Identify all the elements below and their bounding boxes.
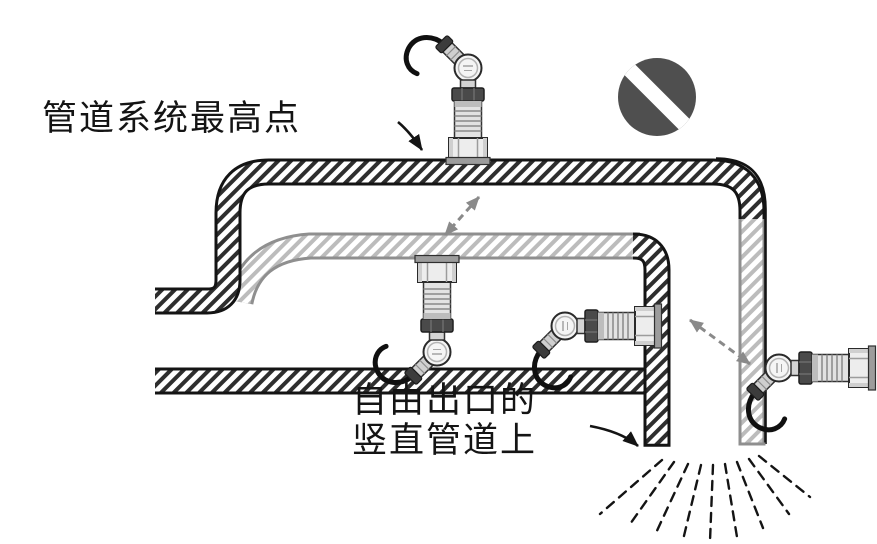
spray-line — [747, 457, 791, 516]
label-free-outlet-line2: 竖直管道上 — [352, 421, 538, 461]
pipe-right-outer-contour — [715, 157, 767, 444]
pipe-band-hatch — [229, 235, 640, 305]
spray-line — [681, 463, 703, 542]
leader-arrow-free-outlet — [589, 424, 639, 447]
label-free-outlet-line1: 自由出口的 — [352, 381, 538, 420]
label-free-outlet: 自由出口的 竖直管道上 — [352, 381, 537, 462]
spray-line — [708, 463, 715, 543]
spray-line — [626, 460, 676, 529]
label-highest-point: 管道系统最高点 — [42, 99, 301, 139]
prohibition-icon — [618, 58, 696, 136]
pipe-inner-wall-top-run — [226, 232, 640, 306]
pipe-band-hatch — [155, 161, 763, 312]
spray-line — [598, 458, 664, 516]
label-highest-point-text: 管道系统最高点 — [42, 99, 302, 138]
spray-line — [653, 462, 690, 537]
spray-line — [723, 462, 739, 539]
pipe-vertical-outlet-wall — [632, 232, 671, 445]
pipe-outer-wall-top-run — [155, 158, 766, 315]
spray-line — [735, 460, 765, 530]
double-headed-dashed-arrow-top — [443, 195, 481, 237]
pipe-band-hatch — [632, 235, 668, 445]
double-headed-dashed-arrow-right — [689, 318, 751, 366]
outlet-spray-icon — [598, 454, 812, 543]
pipe-outlet-mouth — [643, 442, 766, 447]
leader-arrow-highest-point — [397, 121, 424, 151]
spray-line — [757, 454, 812, 499]
sensor-highest-point — [398, 22, 490, 165]
